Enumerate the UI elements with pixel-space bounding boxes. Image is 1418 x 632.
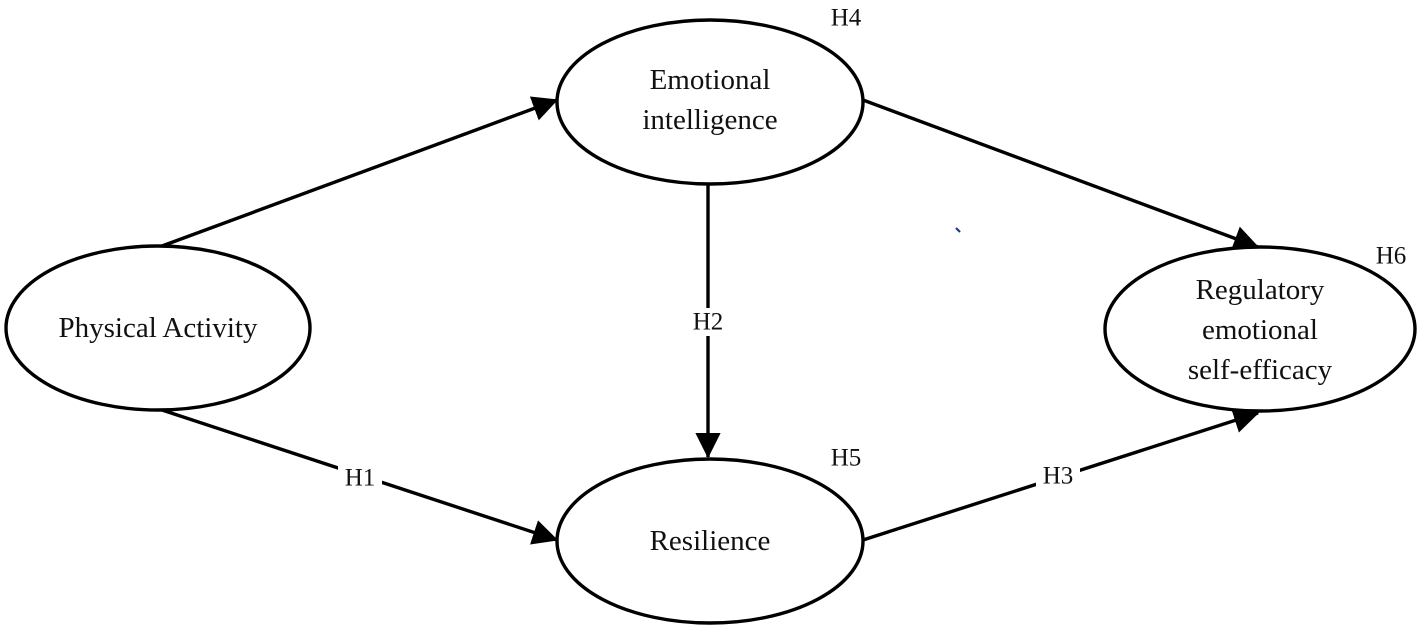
node-physical-activity-label: Physical Activity — [59, 312, 258, 344]
hypothesis-tag-h4: H4 — [831, 5, 862, 32]
edge-label-h1: H1 — [345, 465, 376, 492]
node-emotional-intelligence-label-line-1: Emotional — [650, 64, 771, 96]
edge-label-h2: H2 — [693, 309, 724, 336]
node-regulatory-emotional-self-efficacy-label-line-3: self-efficacy — [1188, 354, 1333, 386]
node-regulatory-emotional-self-efficacy-ellipse — [1103, 245, 1417, 413]
node-physical-activity: Physical Activity — [4, 244, 312, 412]
node-regulatory-emotional-self-efficacy-label-line-2: emotional — [1202, 314, 1318, 346]
node-emotional-intelligence-label-line-2: intelligence — [642, 104, 777, 136]
hypothesis-tag-h5: H5 — [831, 445, 862, 472]
node-regulatory-emotional-self-efficacy: Regulatory emotional self-efficacy H6 — [1103, 243, 1417, 413]
node-resilience: Resilience H5 — [555, 445, 865, 625]
node-regulatory-emotional-self-efficacy-label-line-1: Regulatory — [1196, 274, 1325, 306]
node-emotional-intelligence: Emotional intelligence H4 — [555, 5, 865, 186]
node-resilience-label: Resilience — [650, 525, 771, 557]
edge-physical-activity-to-emotional-intelligence — [161, 96, 559, 248]
node-resilience-ellipse — [555, 457, 865, 625]
edge-emotional-intelligence-to-regulatory-emotional-self-efficacy — [862, 98, 1260, 251]
node-emotional-intelligence-ellipse — [555, 18, 865, 186]
edge-label-h3: H3 — [1043, 463, 1074, 490]
stray-mark — [955, 227, 961, 233]
edge-labels: H1 H2 H3 — [338, 308, 1080, 492]
hypothesis-tag-h6: H6 — [1376, 243, 1407, 270]
node-physical-activity-ellipse — [4, 244, 312, 412]
